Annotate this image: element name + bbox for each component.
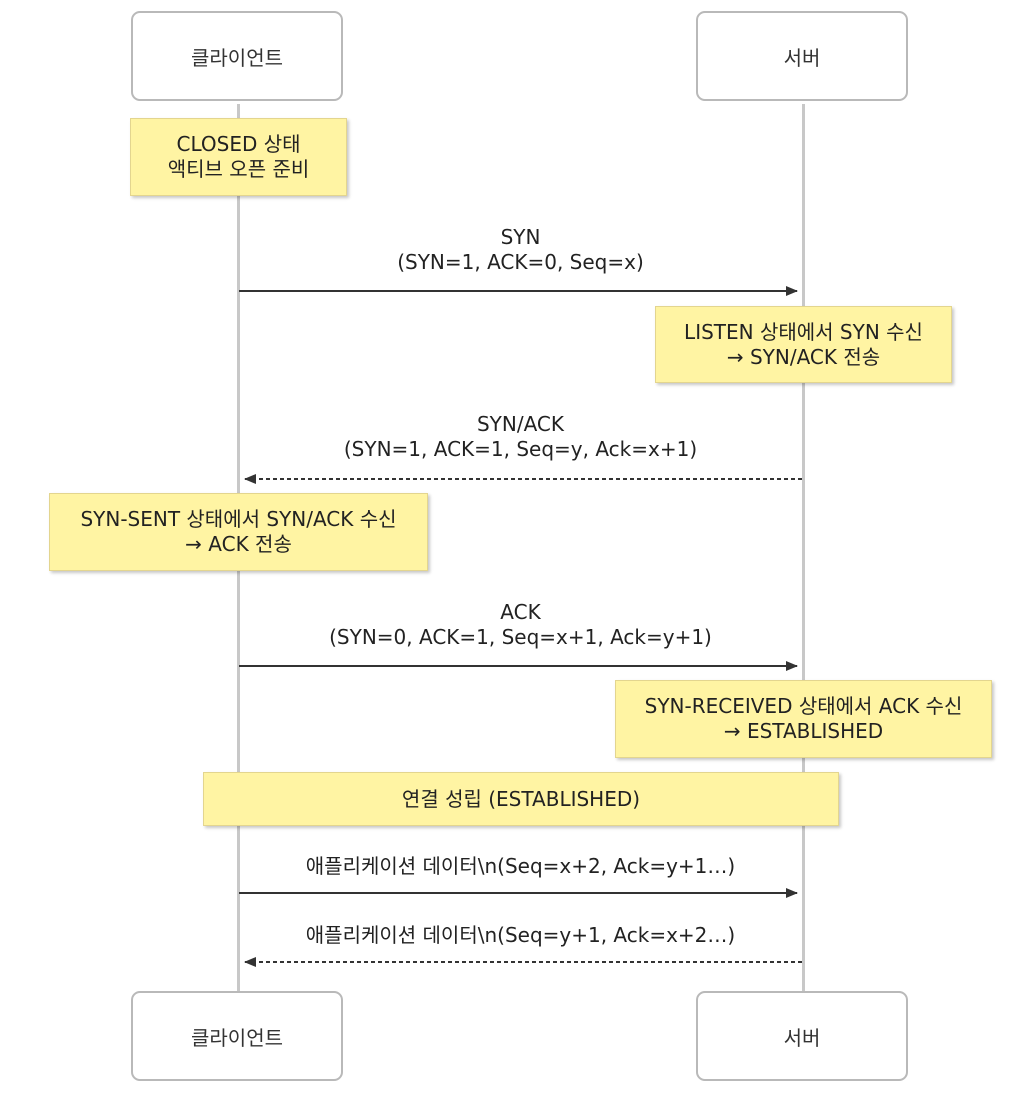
message-line: 애플리케이션 데이터\n(Seq=x+2, Ack=y+1…) [305,854,736,878]
note-line: LISTEN 상태에서 SYN 수신 [684,319,923,344]
participant-client-bottom: 클라이언트 [131,991,343,1081]
note-line: → ESTABLISHED [723,719,884,743]
participant-client-label: 클라이언트 [191,45,283,70]
note-line: 액티브 오픈 준비 [167,157,310,181]
message-ack-label: ACK (SYN=0, ACK=1, Seq=x+1, Ack=y+1) [239,600,802,650]
note-line: SYN-RECEIVED 상태에서 ACK 수신 [644,694,963,718]
note-line: → ACK 전송 [185,532,292,556]
note-client-syn-sent: SYN-SENT 상태에서 SYN/ACK 수신 → ACK 전송 [49,493,428,571]
note-line: 연결 성립 (ESTABLISHED) [401,786,641,811]
message-line: SYN/ACK [476,412,565,436]
message-app-data-client-label: 애플리케이션 데이터\n(Seq=x+2, Ack=y+1…) [239,854,802,879]
message-line: (SYN=1, ACK=1, Seq=y, Ack=x+1) [343,437,698,461]
message-line: (SYN=0, ACK=1, Seq=x+1, Ack=y+1) [329,625,712,649]
message-line: (SYN=1, ACK=0, Seq=x) [397,250,644,274]
participant-server-bottom: 서버 [696,991,908,1081]
message-app-data-server-label: 애플리케이션 데이터\n(Seq=y+1, Ack=x+2…) [239,923,802,948]
participant-server-label: 서버 [783,45,821,70]
note-line: → SYN/ACK 전송 [726,344,881,369]
note-established: 연결 성립 (ESTABLISHED) [203,772,839,826]
note-line: CLOSED 상태 [176,132,301,156]
server-lifeline [802,104,805,992]
participant-server-label: 서버 [783,1025,821,1050]
message-line: 애플리케이션 데이터\n(Seq=y+1, Ack=x+2…) [305,923,736,947]
message-synack-label: SYN/ACK (SYN=1, ACK=1, Seq=y, Ack=x+1) [239,412,802,462]
message-line: SYN [500,225,541,249]
participant-client-label: 클라이언트 [191,1025,283,1050]
participant-client-top: 클라이언트 [131,11,343,101]
note-server-listen: LISTEN 상태에서 SYN 수신 → SYN/ACK 전송 [655,306,952,383]
message-syn-label: SYN (SYN=1, ACK=0, Seq=x) [239,225,802,275]
message-line: ACK [500,600,541,624]
note-line: SYN-SENT 상태에서 SYN/ACK 수신 [80,507,397,531]
note-client-closed: CLOSED 상태 액티브 오픈 준비 [130,118,347,196]
note-server-syn-received: SYN-RECEIVED 상태에서 ACK 수신 → ESTABLISHED [615,680,992,758]
participant-server-top: 서버 [696,11,908,101]
